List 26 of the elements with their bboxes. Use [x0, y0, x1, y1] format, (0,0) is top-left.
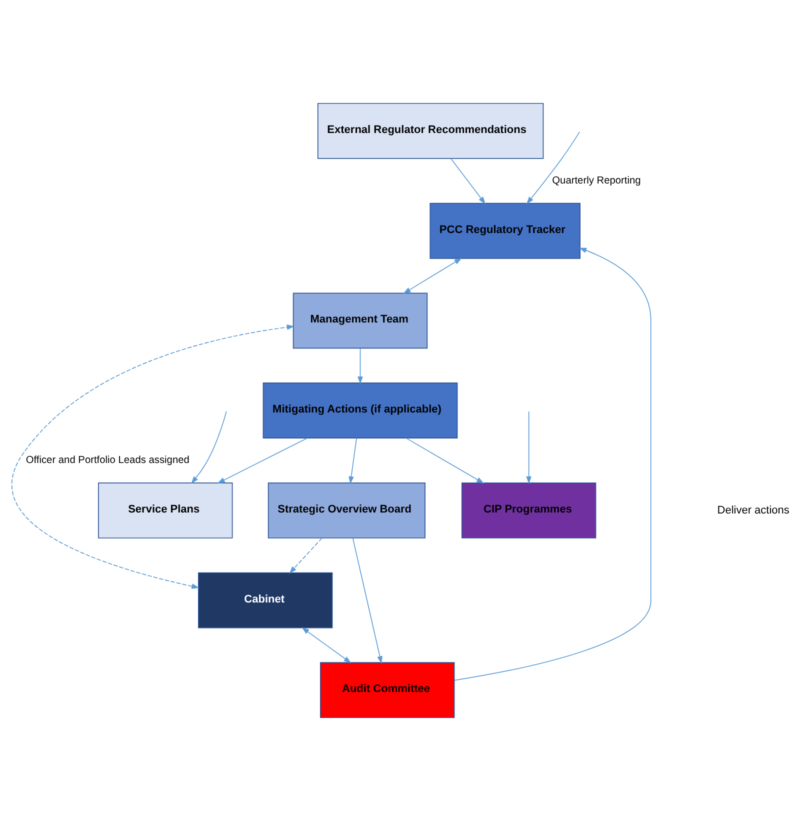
arrow: [403, 258, 462, 294]
label: Deliver actions: [717, 504, 790, 516]
arrow: [450, 158, 486, 204]
edge-label: Officer and Portfolio Leads assigned: [26, 454, 190, 466]
node-box: External Regulator Recommendations: [317, 102, 544, 158]
node-box: CIP Programmes: [461, 482, 596, 538]
node-box: Strategic Overview Board: [268, 482, 426, 538]
node-box: Audit Committee: [320, 662, 455, 718]
node-box: Mitigating Actions (if applicable): [262, 382, 458, 438]
node-box: Service Plans: [98, 482, 233, 538]
arrow: [454, 247, 652, 680]
arrow: [302, 626, 352, 663]
arrow: [352, 537, 382, 664]
arrow: [406, 437, 484, 484]
arrow: [358, 348, 363, 384]
arrow: [526, 410, 532, 484]
arrow: [191, 410, 227, 484]
arrow: [348, 437, 357, 484]
arrow: [289, 537, 322, 574]
edge-label: Quarterly Reporting: [552, 175, 641, 186]
node-box: Management Team: [292, 292, 428, 348]
arrow: [12, 324, 295, 588]
node-box: PCC Regulatory Tracker: [430, 202, 581, 258]
node-box: Cabinet: [198, 572, 333, 628]
arrow: [217, 437, 308, 483]
arrow: [526, 130, 580, 204]
